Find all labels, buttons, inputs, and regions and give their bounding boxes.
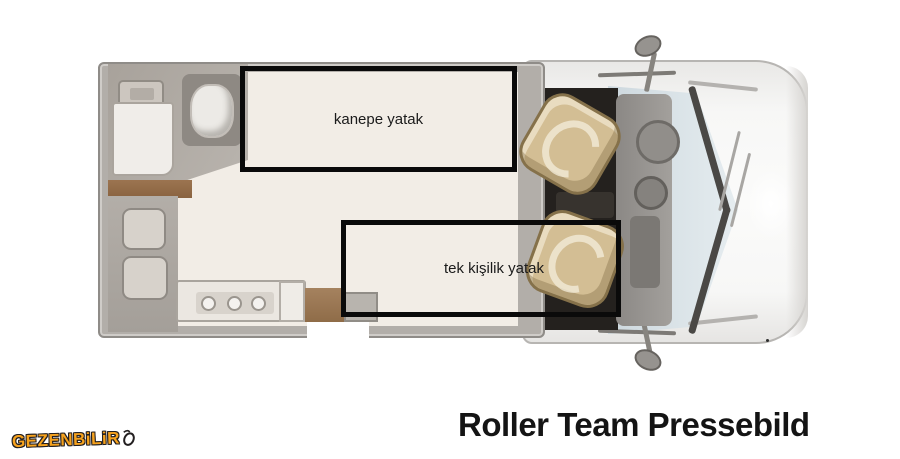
side-mirror-icon-top [631, 31, 665, 61]
steering-column [634, 176, 668, 210]
watermark-logo: GEZENBiLiR [12, 428, 138, 452]
entry-cabinet [305, 288, 345, 322]
watermark-text: GEZENBiLiR [11, 428, 121, 452]
steering-wheel-icon [636, 120, 680, 164]
entry-door-gap [307, 322, 369, 342]
dashboard-column [630, 216, 660, 288]
wood-floor-strip [108, 180, 192, 198]
burner-icon [201, 296, 216, 311]
sink-knobs [130, 88, 154, 100]
burner-icon [251, 296, 266, 311]
side-mirror-icon-bottom [631, 345, 665, 375]
caption-text: Roller Team Pressebild [458, 406, 810, 443]
counter-end [279, 281, 305, 322]
annotation-single-bed-label: tek kişilik yatak [443, 260, 545, 277]
annotation-sofa-bed-label: kanepe yatak [333, 110, 424, 128]
annotation-sofa-bed: kanepe yatak [240, 66, 517, 172]
burner-icon [227, 296, 242, 311]
fridge-icon [122, 208, 166, 250]
cabinet-icon [122, 256, 168, 300]
annotation-single-bed: tek kişilik yatak [341, 220, 621, 317]
toilet-icon [190, 84, 234, 138]
shower-tray-icon [112, 102, 174, 176]
mouse-icon [123, 429, 135, 446]
front-bumper [786, 66, 808, 338]
speck-dot [766, 339, 769, 342]
